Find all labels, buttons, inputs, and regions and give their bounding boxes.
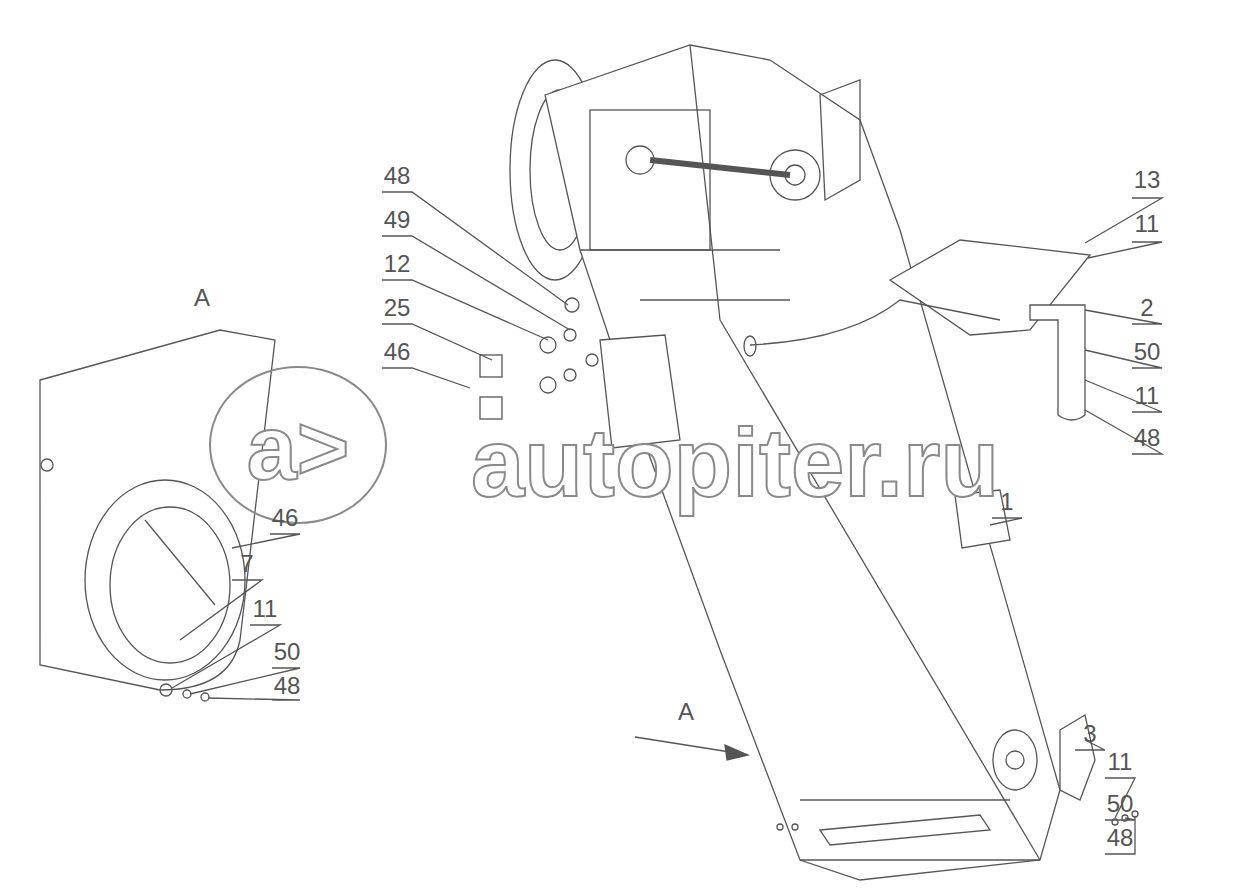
watermark-logo: a> [247,403,350,493]
callout-number: 48 [1134,426,1161,450]
watermark: autopiter.ru [471,415,999,511]
callout-number: 3 [1083,722,1096,746]
view-label: A [678,700,694,724]
callout-number: 11 [1135,384,1160,408]
callout-number: 11 [1135,212,1160,236]
view-label: A [194,286,210,310]
callout-number: 7 [240,552,253,576]
callout-number: 46 [384,340,411,364]
callout-number: 50 [274,640,301,664]
callout-number: 11 [253,597,278,621]
callout-number: 48 [384,164,411,188]
callout-number: 12 [384,252,411,276]
callout-number: 46 [272,506,299,530]
callout-number: 13 [1134,168,1161,192]
callout-number: 11 [1108,750,1133,774]
callout-number: 2 [1140,296,1153,320]
callout-number: 48 [1107,826,1134,850]
callout-number: 49 [384,208,411,232]
callout-number: 50 [1134,340,1161,364]
callout-number: 1 [1000,490,1013,514]
callout-number: 48 [274,674,301,698]
callout-number: 25 [384,296,411,320]
callout-number: 50 [1107,792,1134,816]
